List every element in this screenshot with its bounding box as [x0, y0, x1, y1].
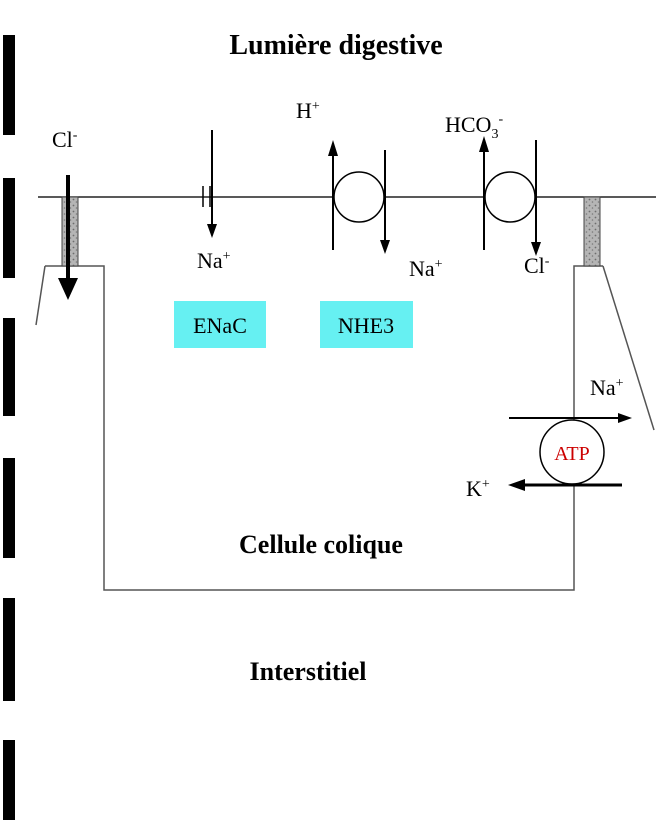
left-neighbor-cell-edge: [35, 265, 46, 326]
na-enac-label: Na+: [197, 248, 231, 273]
hco3-label: HCO3-: [445, 112, 503, 142]
nhe3-label-box: [320, 301, 413, 348]
na-k-atpase-pump: [508, 413, 632, 491]
na-nhe3-label: Na+: [409, 256, 443, 281]
atp-label: ATP: [554, 443, 590, 465]
right-tight-junction: [583, 196, 601, 267]
interstitium-label: Interstitiel: [250, 657, 367, 686]
na-pump-label: Na+: [590, 375, 624, 400]
cl-left-label: Cl-: [52, 127, 78, 152]
nhe3-label: NHE3: [338, 313, 394, 338]
cell-outline: [45, 265, 603, 591]
cl-exchanger-label: Cl-: [524, 253, 550, 278]
right-neighbor-cell-edge: [602, 265, 655, 431]
lumen-title: Lumière digestive: [229, 30, 442, 61]
nhe3-exchanger: [328, 140, 390, 254]
enac-label: ENaC: [193, 313, 247, 338]
h-plus-label: H+: [296, 98, 320, 123]
cl-hco3-exchanger: [479, 136, 541, 256]
enac-channel: [202, 130, 217, 238]
paracellular-cl-arrow: [58, 175, 78, 300]
left-dashed-border: [3, 35, 15, 820]
enac-label-box: [174, 301, 266, 348]
k-pump-label: K+: [466, 476, 490, 501]
cell-label: Cellule colique: [239, 530, 403, 559]
